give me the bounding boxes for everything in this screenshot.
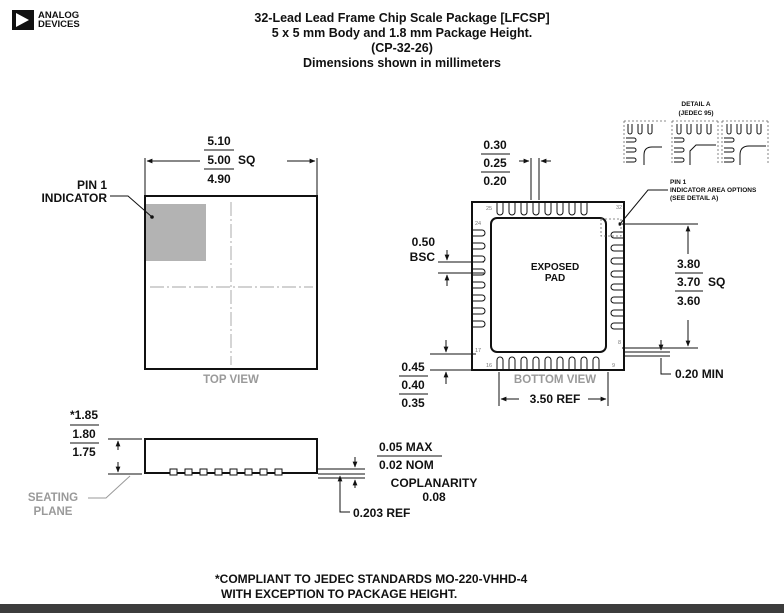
pin-number-24: 24 [475, 221, 481, 227]
pad-size-max: 3.80 [677, 257, 701, 271]
standoff-nom: 0.02 NOM [379, 458, 434, 472]
pin1-label-line2: INDICATOR [41, 191, 107, 205]
side-view-body [144, 438, 318, 474]
footnote-line2: WITH EXCEPTION TO PACKAGE HEIGHT. [221, 587, 457, 601]
detail-a-label-line2: (JEDEC 95) [678, 110, 713, 117]
pad-size-sq: SQ [708, 275, 725, 289]
top-view: 5.10 5.00 SQ 4.90 PIN 1 INDICATOR TOP VI… [41, 134, 318, 386]
pin1-options-line3: (SEE DETAIL A) [670, 195, 718, 202]
logo-text-line1: ANALOG [38, 10, 79, 21]
height-max: *1.85 [70, 408, 98, 422]
detail-a-option-3 [721, 120, 769, 165]
lead-width-max: 0.30 [483, 138, 507, 152]
pin-number-17: 17 [475, 348, 481, 354]
title-line1: 32-Lead Lead Frame Chip Scale Package [L… [254, 11, 549, 25]
pin1-indicator-area [146, 204, 206, 261]
pad-label-line1: EXPOSED [531, 262, 579, 273]
right-leads [610, 231, 623, 330]
footnote-line1: *COMPLIANT TO JEDEC STANDARDS MO-220-VHH… [215, 572, 528, 586]
top-view-label: TOP VIEW [203, 374, 259, 386]
pin1-options-line2: INDICATOR AREA OPTIONS [670, 187, 757, 194]
pad-size-min: 3.60 [677, 294, 701, 308]
pin-number-32: 32 [616, 205, 622, 211]
pin-number-25: 25 [486, 206, 492, 212]
top-width-sq: SQ [238, 153, 255, 167]
bottom-view-label: BOTTOM VIEW [514, 374, 596, 386]
exposed-pad [490, 217, 607, 353]
standoff-max: 0.05 MAX [379, 440, 432, 454]
bottom-leads [496, 356, 600, 369]
pitch-value: 0.50 [412, 235, 436, 249]
lead-thickness: 0.203 REF [353, 506, 410, 520]
drawing-title: 32-Lead Lead Frame Chip Scale Package [L… [254, 11, 549, 70]
analog-devices-logo: ANALOG DEVICES [12, 10, 80, 30]
pin1-label-line1: PIN 1 [77, 178, 107, 192]
logo-text-line2: DEVICES [38, 19, 80, 30]
title-line2: 5 x 5 mm Body and 1.8 mm Package Height. [272, 26, 533, 40]
bottom-view-body [471, 201, 625, 371]
lead-width-min: 0.20 [483, 174, 507, 188]
title-line4: Dimensions shown in millimeters [303, 56, 501, 70]
seating-plane-line1: SEATING [28, 492, 78, 504]
pin1-indicator-area-option [600, 218, 622, 237]
lead-length-max: 0.45 [401, 360, 425, 374]
top-width-min: 4.90 [207, 172, 231, 186]
detail-a-label-line1: DETAIL A [681, 101, 710, 108]
top-width-nom: 5.00 [207, 153, 231, 167]
min-clearance: 0.20 MIN [675, 367, 724, 381]
coplanarity-value: 0.08 [422, 490, 446, 504]
top-width-max: 5.10 [207, 134, 231, 148]
bottom-view: EXPOSED PAD 32 1 8 9 16 17 24 25 0.30 0.… [399, 101, 769, 410]
lead-width-nom: 0.25 [483, 156, 507, 170]
pin-number-9: 9 [612, 363, 615, 369]
bottom-rule [0, 604, 784, 613]
lead-length-min: 0.35 [401, 396, 425, 410]
pin1-options-line1: PIN 1 [670, 179, 687, 186]
detail-a-option-2 [671, 120, 719, 165]
pad-label-line2: PAD [545, 273, 565, 284]
seating-plane-line2: PLANE [34, 506, 73, 518]
left-leads [473, 229, 486, 328]
pitch-suffix: BSC [410, 250, 436, 264]
ref-dimension: 3.50 REF [530, 392, 581, 406]
height-nom: 1.80 [72, 427, 96, 441]
detail-a-options [623, 120, 769, 165]
side-view: *1.85 1.80 1.75 0.05 MAX 0.02 NOM COPLAN… [28, 408, 477, 520]
pin-number-8: 8 [618, 340, 621, 346]
footnote: *COMPLIANT TO JEDEC STANDARDS MO-220-VHH… [215, 572, 528, 601]
height-min: 1.75 [72, 445, 96, 459]
pin-number-16: 16 [486, 363, 492, 369]
lead-length-nom: 0.40 [401, 378, 425, 392]
title-line3: (CP-32-26) [371, 41, 433, 55]
side-view-leads [169, 468, 283, 476]
pad-size-nom: 3.70 [677, 275, 701, 289]
top-leads [496, 203, 588, 216]
detail-a-option-1 [623, 120, 668, 165]
coplanarity-label: COPLANARITY [391, 476, 478, 490]
top-view-body [144, 195, 318, 370]
